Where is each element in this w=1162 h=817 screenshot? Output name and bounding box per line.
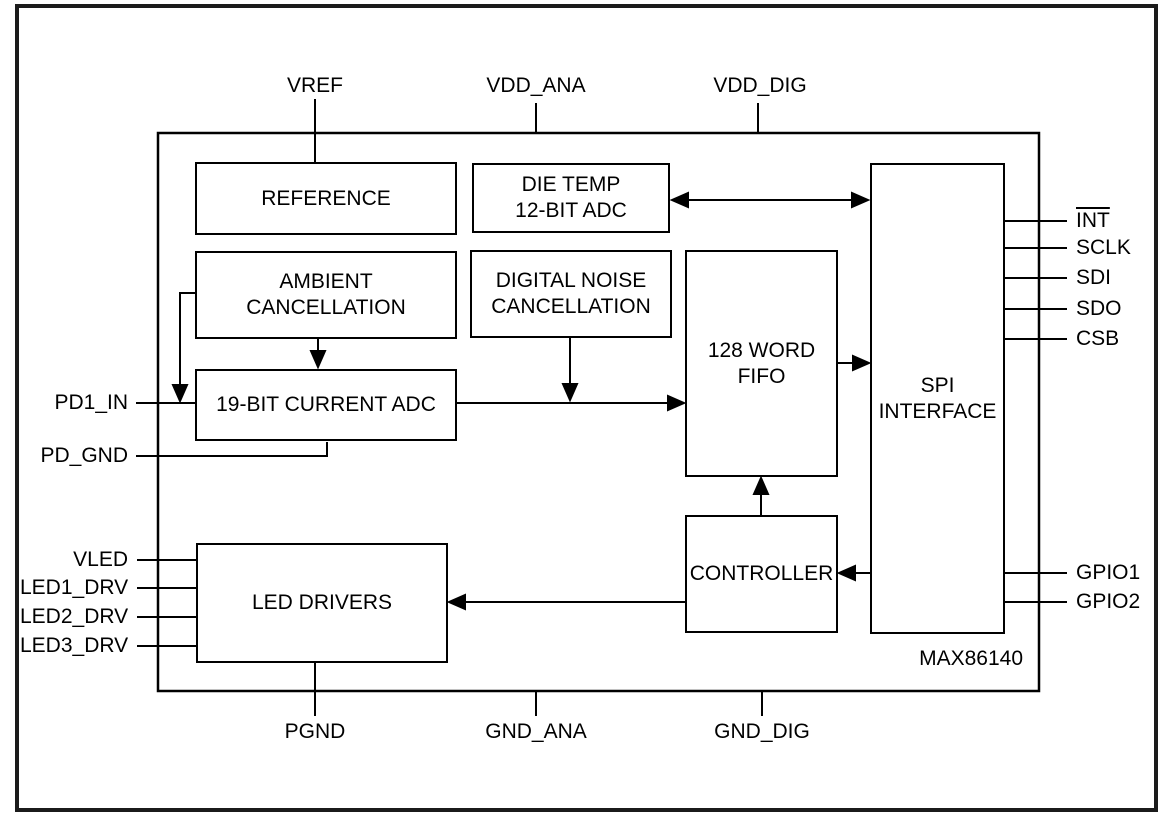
arrowhead-up — [752, 475, 770, 495]
arrowhead-down — [309, 350, 327, 370]
pin-label-gnd-ana: GND_ANA — [485, 720, 587, 743]
arrowhead-right — [851, 191, 871, 209]
pin-label-pgnd: PGND — [284, 720, 346, 743]
block-ambient-cancellation: AMBIENT CANCELLATION — [195, 251, 457, 339]
pin-label-pd1-in: PD1_IN — [54, 391, 128, 414]
arrowhead-left — [836, 564, 856, 582]
pin-label-csb: CSB — [1076, 327, 1120, 350]
pin-label-sclk: SCLK — [1076, 236, 1131, 259]
block-digital-noise-cancellation: DIGITAL NOISE CANCELLATION — [470, 250, 672, 338]
block-die-temp-adc: DIE TEMP 12-BIT ADC — [472, 163, 670, 233]
pin-label-led1-drv: LED1_DRV — [20, 576, 129, 599]
wire-pd-gnd — [136, 442, 328, 457]
block-spi-interface: SPI INTERFACE — [870, 163, 1005, 634]
pin-label-int: INT — [1076, 209, 1110, 232]
block-controller: CONTROLLER — [685, 515, 838, 633]
wire-ambient-feedback — [179, 292, 195, 386]
arrowhead-left — [669, 191, 689, 209]
pin-label-vref: VREF — [286, 74, 343, 97]
arrowhead-right — [852, 354, 872, 372]
pin-label-sdi: SDI — [1076, 266, 1112, 289]
pin-label-vdd-ana: VDD_ANA — [486, 74, 586, 97]
block-led-drivers: LED DRIVERS — [196, 543, 448, 663]
arrowhead-right — [667, 394, 687, 412]
block-reference: REFERENCE — [195, 162, 457, 235]
chip-outline — [156, 131, 1041, 693]
arrowhead-down — [171, 384, 189, 404]
pin-label-pd-gnd: PD_GND — [40, 444, 128, 467]
block-current-adc: 19-BIT CURRENT ADC — [195, 369, 457, 441]
pin-label-sdo: SDO — [1076, 297, 1122, 320]
pin-label-gpio2: GPIO2 — [1076, 590, 1141, 613]
pin-label-vdd-dig: VDD_DIG — [713, 74, 807, 97]
arrowhead-down — [561, 383, 579, 403]
pin-label-led3-drv: LED3_DRV — [20, 634, 129, 657]
part-number: MAX86140 — [919, 647, 1023, 670]
arrowhead-left — [446, 593, 466, 611]
pin-label-gpio1: GPIO1 — [1076, 561, 1141, 584]
pin-label-gnd-dig: GND_DIG — [714, 720, 810, 743]
pin-label-led2-drv: LED2_DRV — [20, 605, 129, 628]
pin-label-vled: VLED — [73, 548, 128, 571]
block-fifo: 128 WORD FIFO — [685, 250, 838, 477]
